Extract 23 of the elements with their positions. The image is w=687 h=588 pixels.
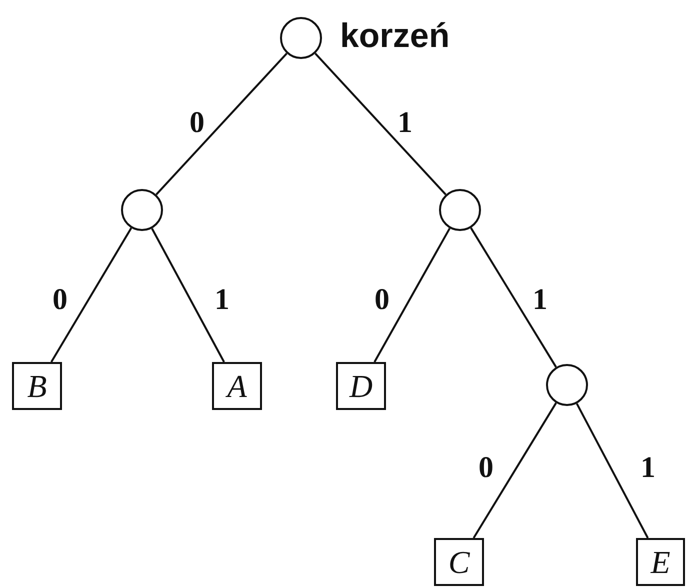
tree-node-circle — [280, 17, 322, 59]
tree-node-circle — [439, 189, 481, 231]
leaf-box — [336, 362, 386, 410]
tree-edge — [472, 402, 557, 539]
tree-edge — [470, 227, 557, 368]
leaf-symbol: B — [27, 370, 47, 402]
tree-node-circle — [546, 364, 588, 406]
leaf-box — [212, 362, 262, 410]
leaf-symbol: A — [227, 370, 247, 402]
tree-edge — [576, 403, 649, 538]
tree-edge — [50, 228, 132, 363]
tree-edge — [314, 52, 446, 196]
leaf-box — [434, 538, 484, 586]
leaf-symbol: C — [448, 546, 470, 578]
tree-edge — [374, 228, 451, 362]
leaf-symbol: D — [349, 370, 373, 402]
tree-edge — [156, 52, 288, 196]
leaf-box — [636, 538, 685, 586]
tree-edge — [151, 228, 225, 362]
leaf-symbol: E — [650, 546, 670, 578]
tree-node-circle — [121, 189, 163, 231]
leaf-box — [12, 362, 62, 410]
root-label: korzeń — [340, 19, 450, 53]
